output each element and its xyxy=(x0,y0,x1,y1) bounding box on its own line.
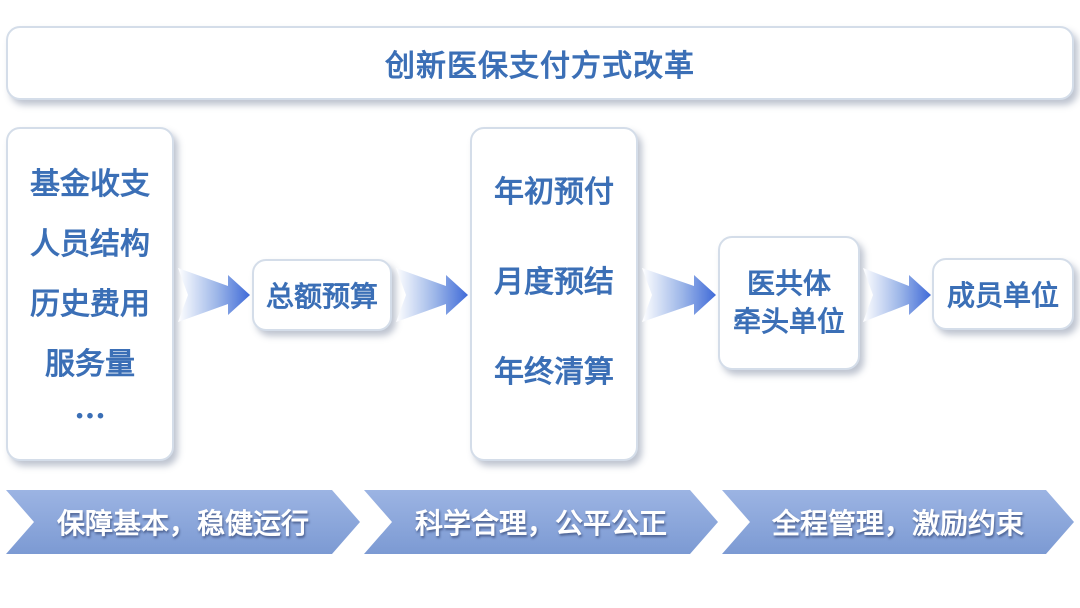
principle-chevron-1: 保障基本，稳健运行 xyxy=(6,490,360,554)
lead-unit-box: 医共体 牵头单位 xyxy=(718,236,860,370)
diagram-title: 创新医保支付方式改革 xyxy=(385,49,695,84)
total-budget-label: 总额预算 xyxy=(265,280,378,313)
flow-arrow-4 xyxy=(863,268,931,322)
settle-year-end-clearing: 年终清算 xyxy=(494,355,614,390)
input-factors-box: 基金收支 人员结构 历史费用 服务量 ... xyxy=(6,127,174,461)
principle-chevron-3: 全程管理，激励约束 xyxy=(722,490,1074,554)
lead-unit-line-2: 牵头单位 xyxy=(732,305,845,338)
member-unit-box: 成员单位 xyxy=(932,258,1074,330)
total-budget-box: 总额预算 xyxy=(252,259,392,331)
principle-chevron-2: 科学合理，公平公正 xyxy=(364,490,718,554)
input-fund-balance: 基金收支 xyxy=(30,167,150,202)
settle-annual-prepay: 年初预付 xyxy=(494,175,614,210)
input-service-volume: 服务量 xyxy=(45,347,135,382)
member-unit-label: 成员单位 xyxy=(946,279,1059,312)
settle-monthly-pre-settle: 月度预结 xyxy=(494,265,614,300)
title-bar: 创新医保支付方式改革 xyxy=(6,26,1074,100)
lead-unit-line-1: 医共体 xyxy=(746,267,831,300)
input-ellipsis: ... xyxy=(74,391,106,426)
principle-1-label: 保障基本，稳健运行 xyxy=(56,507,309,540)
principle-2-label: 科学合理，公平公正 xyxy=(414,507,667,540)
flow-arrow-3 xyxy=(642,268,716,322)
principle-3-label: 全程管理，激励约束 xyxy=(771,507,1024,540)
input-personnel-structure: 人员结构 xyxy=(30,227,150,262)
flow-arrow-1 xyxy=(178,268,250,322)
settlement-box: 年初预付 月度预结 年终清算 xyxy=(470,127,638,461)
input-historical-cost: 历史费用 xyxy=(30,287,150,322)
flow-arrow-2 xyxy=(396,268,468,322)
